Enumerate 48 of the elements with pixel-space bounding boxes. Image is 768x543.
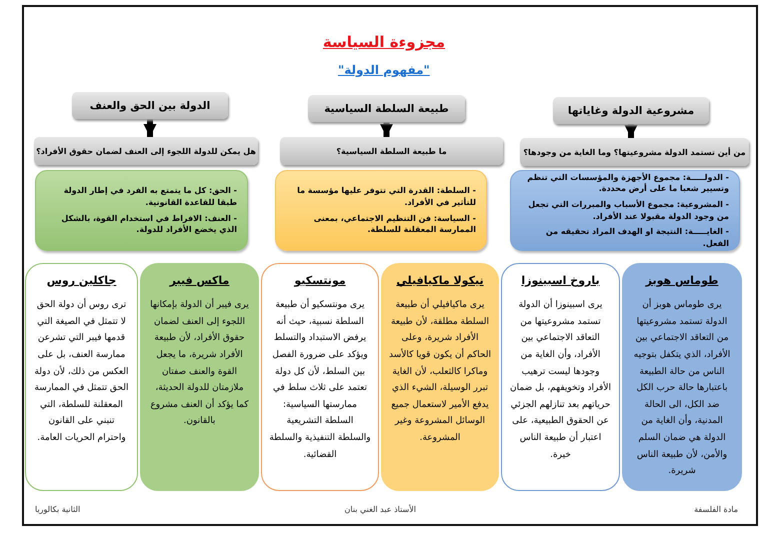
footer-text: الأستاذ عبد الغني بنان	[344, 505, 416, 514]
summary-text: يرى طوماس هوبز أن الدولة تستمد مشروعيتها من التعاقد الاجتماعي بين الأفراد، الذي يتكفل بتوجيه الناس من حالة الطبيعة باعتبارها حالة حرب الكل ضد الكل، الى الحالة المدنية، وأن الغاية من الدولة هي ضمان السلم والأمن، لأن طبيعة الناس شريرة.	[632, 297, 732, 478]
arrow	[624, 124, 638, 138]
question-box	[280, 137, 503, 165]
philosopher-name: باروخ اسبينوزا	[521, 274, 600, 287]
philosopher-card	[25, 263, 138, 491]
topic-box	[72, 92, 228, 119]
philosopher-name: طوماس هوبز	[646, 274, 718, 287]
definition-box	[275, 170, 487, 251]
footer-text: مادة الفلسفة	[694, 505, 738, 514]
topic-box	[553, 97, 709, 124]
topic-title: مشروعية الدولة وغاياتها	[568, 104, 694, 116]
philosopher-name: ماكس فيبر	[170, 274, 230, 287]
subtitle: "مفهوم الدولة"	[338, 63, 430, 77]
philosopher-card	[261, 263, 379, 491]
definition-box	[35, 170, 248, 251]
definition-text: - السياسة: فن التنظيم الاجتماعي، بمعنى الممارسة المعقلنة للسلطة.	[312, 212, 476, 236]
arrow	[380, 122, 394, 137]
summary-text: يرى فيبر أن الدولة بإمكانها اللجوء إلى العنف لضمان حقوق الأفراد، لأن طبيعة الأفراد شريرة، ما يجعل القوة والعنف صفتان ملازمتان للدولة الحديثة، كما يؤكد أن العنف مشروع بالقانون.	[149, 297, 250, 428]
title: مجزوءة السياسة	[322, 33, 446, 51]
philosopher-card	[381, 263, 499, 491]
philosopher-name: جاكلين روس	[46, 274, 116, 287]
definition-text: - الدولـــــة: مجموع الأجهزة والمؤسسات التي تنظم وتسيير شعبا ما على أرض محددة.	[526, 172, 729, 195]
definition-text: - السلطة: القدرة التي تتوفر عليها مؤسسة ما للتأثير في الأفراد.	[296, 185, 476, 208]
philosopher-name: مونتسكيو	[294, 274, 346, 287]
question-box	[34, 137, 258, 165]
definition-text: - الحق: كل ما يتمتع به الفرد في إطار الدولة طبقا للقاعدة القانونية.	[62, 185, 237, 208]
philosopher-name: نيكولا ماكيافيلي	[396, 274, 484, 287]
question-text: ما طبيعة السلطة السياسية؟	[336, 146, 447, 156]
definition-box	[510, 170, 740, 251]
philosopher-card	[622, 263, 742, 491]
definition-text: - العنف: الافراط في استخدام القوة، بالشكل الذي يخضع الأفراد للدولة.	[60, 212, 237, 236]
philosopher-card	[140, 263, 259, 491]
summary-text: يرى ماكيافيلي أن طبيعة السلطة مطلقة، لأن طبيعة الأفراد شريرة، وعلى الحاكم أن يكون قويا كالأسد وماكرا كالثعلب، لأن الغاية تبرر الوسيلة، الشيء الذي يدفع الأمير لاستعمال جميع الوسائل المشروعة وغير المشروعة.	[389, 297, 491, 446]
topic-box	[308, 95, 465, 122]
footer-text: الثانية بكالوريا	[35, 505, 80, 514]
arrow	[143, 119, 157, 137]
question-text: هل يمكن للدولة اللجوء إلى العنف لضمان حقوق الأفراد؟	[36, 146, 256, 156]
definition-text: - المشروعية: مجموع الأسباب والمبررات التي تجعل من وجود الدولة مقبولا عند الأفراد.	[527, 198, 729, 222]
definition-text: - الغايـــــة: النتيجة او الهدف المراد تحقيقه من الفعل.	[544, 226, 729, 250]
topic-title: الدولة بين الحق والعنف	[90, 100, 210, 112]
summary-text: يرى مونتسكيو أن طبيعة السلطة نسبية، حيث أنه يرفض الاستبداد والتسلط ويؤكد على ضرورة الفصل بين السلط، لأن كل دولة تعتمد على ثلاث سلط في ممارستها السياسية: السلطة التشريعية والسلطة التنفيذية والسلطة القضائية.	[269, 297, 371, 462]
question-box	[520, 138, 749, 166]
philosopher-card	[501, 263, 620, 491]
summary-text: ترى روس أن دولة الحق لا تتمثل في الصيغة التي قدمها فيبر التي تشرعن ممارسة العنف، بل على العكس من ذلك، لأن دولة الحق تتمثل في الممارسة المعقلنة للسلطة، التي تنبني على القانون واحترام الحريات العامة.	[33, 297, 130, 446]
summary-text: يرى اسبينوزا أن الدولة تستمد مشروعيتها من التعاقد الاجتماعي بين الأفراد، وأن الغاية من وجودها ليست ترهيب الأفراد وتخويفهم، بل ضمان حرياتهم بعد تنازلهم الجزئي عن الحقوق الطبيعية، على اعتبار أن طبيعة الناس خيرة.	[509, 297, 612, 462]
topic-title: طبيعة السلطة السياسية	[324, 102, 449, 114]
question-text: من أين تستمد الدولة مشروعيتها؟ وما الغاية من وجودها؟	[523, 148, 746, 156]
